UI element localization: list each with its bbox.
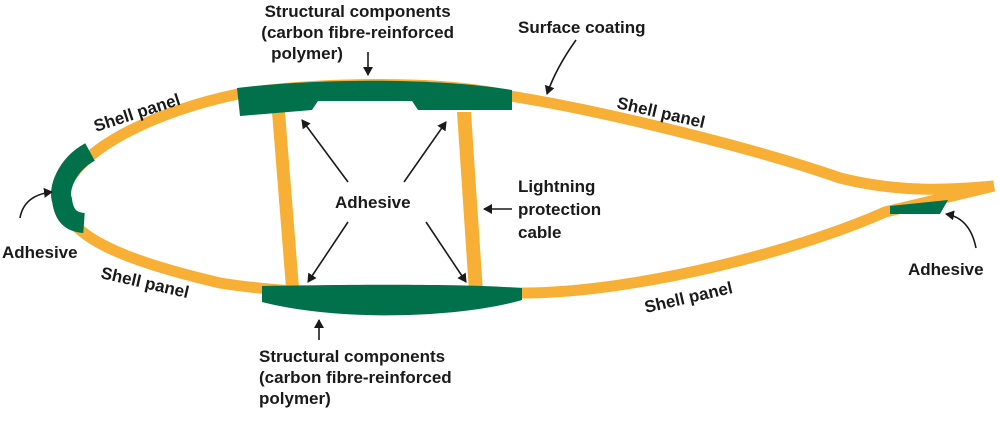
- arrow-adhesive-upleft: [301, 119, 349, 183]
- structural-components-bottom-label: Structural components (carbon fibre-rein…: [259, 347, 456, 408]
- trailing-edge-adhesive: [890, 200, 948, 214]
- lightning-protection-cable-label: Lightning protection cable: [518, 177, 606, 242]
- arrow-adhesive-downright: [425, 221, 467, 283]
- front-shear-web: [272, 112, 299, 288]
- leading-edge-adhesive: [51, 143, 96, 233]
- arrow-surface-coating: [544, 39, 577, 95]
- adhesive-right-label: Adhesive: [908, 260, 984, 279]
- upper-spar-cap: [237, 80, 512, 116]
- arrow-adhesive-left: [19, 187, 53, 219]
- adhesive-left-label: Adhesive: [2, 243, 78, 262]
- arrow-adhesive-upright: [403, 121, 447, 183]
- arrow-adhesive-downleft: [307, 221, 349, 283]
- surface-coating-label: Surface coating: [518, 18, 646, 37]
- rear-shear-web: [457, 112, 483, 292]
- adhesive-center-label: Adhesive: [335, 193, 411, 212]
- arrow-adhesive-right: [945, 210, 977, 249]
- structural-components-top-label: Structural components (carbon fibre-rein…: [261, 2, 458, 63]
- lower-shell-panel: [56, 180, 996, 301]
- annotation-arrows: [19, 39, 977, 340]
- lower-spar-cap: [262, 284, 522, 316]
